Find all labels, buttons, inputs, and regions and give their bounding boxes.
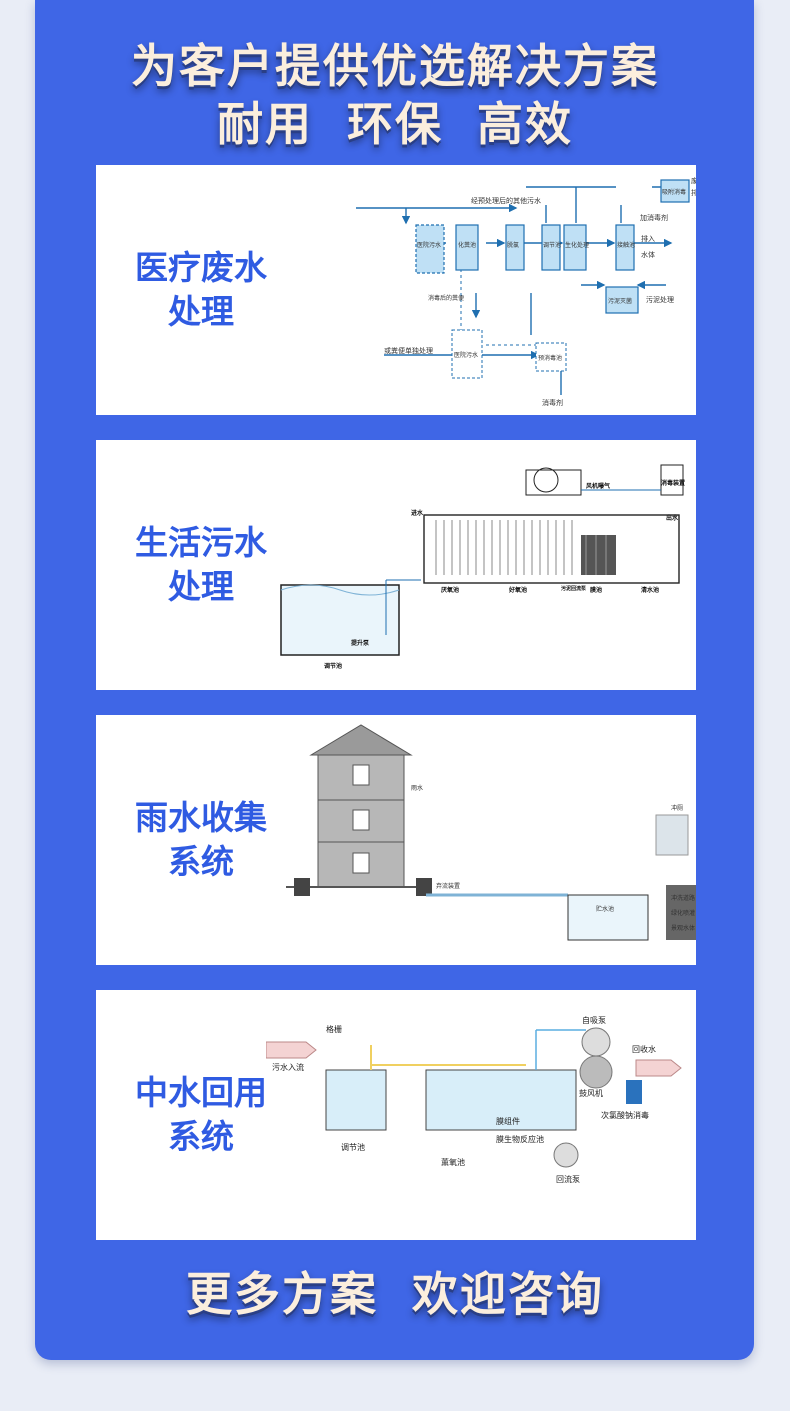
text-aerobic: 好氧池 — [508, 586, 527, 594]
text-inflow: 污水入流 — [272, 1062, 304, 1072]
card-domestic-sewage[interactable]: 生活污水 处理 进水 风机曝气 消毒装置 出水 厌氧池 — [96, 440, 696, 690]
card-title-line1: 中水回用 — [135, 1073, 267, 1112]
card-rainwater[interactable]: 雨水收集 系统 雨水 弃流装置 贮水池 冲厕 冲洗道路 绿化喷灌 景观水体 — [96, 715, 696, 965]
text-box-dechlor: 脱氯 — [507, 241, 519, 249]
text-blower: 风机曝气 — [586, 482, 610, 490]
text-hypochlorite: 次氯酸钠消毒 — [601, 1110, 649, 1120]
text-diverter: 弃流装置 — [436, 882, 460, 890]
text-membrane: 膜池 — [590, 586, 602, 594]
text-outlet: 出水 — [666, 514, 679, 522]
text-blower: 鼓风机 — [579, 1088, 603, 1098]
text-sludge-treat: 污泥处理 — [646, 295, 674, 304]
card-title-line1: 生活污水 — [135, 523, 267, 562]
feature-durable: 耐用 — [216, 97, 313, 151]
text-box-bio: 生化处理 — [565, 241, 589, 249]
text-rain: 雨水 — [411, 784, 423, 792]
text-feces-note: 或粪便单独处理 — [384, 346, 433, 355]
card-title-line2: 处理 — [168, 567, 234, 606]
card-title-line1: 雨水收集 — [135, 798, 267, 837]
footer-more-solutions: 更多方案 — [185, 1267, 378, 1321]
card-water-reuse[interactable]: 中水回用 系统 格栅 污水入流 自吸泵 回收水 鼓风机 膜组件 次氯酸钠消毒 膜… — [96, 990, 696, 1240]
note-other-sewage: 经预处理后的其他污水 — [471, 196, 541, 205]
text-discharge-top: 排放 — [691, 188, 696, 197]
text-reuse: 回收水 — [632, 1044, 656, 1054]
text-anoxic: 薫氧池 — [441, 1157, 465, 1167]
text-box-predis: 预消毒池 — [538, 354, 562, 362]
text-disinfectant: 消毒剂 — [542, 398, 563, 407]
card-title-line1: 医疗废水 — [135, 248, 267, 287]
text-storage: 贮水池 — [596, 905, 614, 913]
card-medical-wastewater[interactable]: 医疗废水 处理 — [96, 165, 696, 415]
text-box-septic: 化粪池 — [458, 241, 476, 249]
feature-eco: 环保 — [347, 97, 443, 151]
text-box-contact: 接触池 — [617, 241, 635, 249]
text-adsorb-box: 吸附消毒 — [662, 188, 686, 196]
text-regulate: 调节池 — [324, 662, 342, 670]
text-discharge-right: 排入 — [641, 234, 655, 243]
text-membrane-unit: 膜组件 — [496, 1116, 520, 1126]
card-title-line2: 系统 — [168, 842, 234, 881]
card-title: 中水回用 系统 — [96, 990, 306, 1240]
card-title: 雨水收集 系统 — [96, 715, 306, 965]
text-return-pump: 回流泵 — [556, 1174, 580, 1184]
text-sludge-box: 污泥灭菌 — [608, 297, 632, 305]
medical-process-diagram: 经预处理后的其他污水 废气 吸附消毒 排放 加消毒剂 医院污水 化粪池 脱氯 调… — [356, 176, 696, 407]
text-road: 冲洗道路 — [671, 894, 695, 902]
text-toilet: 冲厕 — [671, 804, 683, 812]
text-mbr: 膜生物反应池 — [496, 1134, 544, 1144]
footer-welcome-consult: 欢迎咨询 — [412, 1267, 604, 1321]
headline-features: 耐用 环保 高效 — [0, 88, 790, 154]
card-title-line2: 处理 — [168, 292, 234, 331]
text-landscape: 景观水体 — [671, 924, 695, 932]
text-green: 绿化喷灌 — [671, 909, 695, 917]
text-discharge-right2: 水体 — [641, 250, 655, 259]
text-box-infect: 医院污水 — [454, 351, 478, 359]
footer-cta[interactable]: 更多方案 欢迎咨询 — [0, 1258, 790, 1324]
rainwater-diagram: 雨水 弃流装置 贮水池 冲厕 冲洗道路 绿化喷灌 景观水体 — [286, 724, 696, 941]
text-sludge-pump: 污泥回流泵 — [561, 585, 587, 592]
card-title-line2: 系统 — [168, 1117, 234, 1156]
text-disinfect-dev: 消毒装置 — [661, 479, 685, 487]
feature-efficient: 高效 — [477, 97, 574, 151]
headline-main: 为客户提供优选解决方案 — [131, 39, 659, 93]
text-regulate: 调节池 — [341, 1142, 365, 1152]
text-lift-pump: 提升泵 — [351, 639, 370, 647]
card-title: 生活污水 处理 — [96, 440, 306, 690]
text-waste-gas-1: 废气 — [691, 176, 696, 185]
text-self-pump: 自吸泵 — [582, 1015, 606, 1025]
text-box-hospital: 医院污水 — [417, 241, 441, 249]
water-reuse-diagram: 格栅 污水入流 自吸泵 回收水 鼓风机 膜组件 次氯酸钠消毒 膜生物反应池 调节… — [266, 1015, 682, 1184]
text-grille: 格栅 — [326, 1024, 342, 1034]
text-inlet: 进水 — [411, 509, 424, 517]
card-title: 医疗废水 处理 — [96, 165, 306, 415]
text-box-adjust: 调节池 — [543, 241, 561, 249]
domestic-sewage-diagram: 进水 风机曝气 消毒装置 出水 厌氧池 好氧池 污泥回流泵 膜池 清水池 提升泵… — [280, 464, 685, 670]
text-add-disinfectant: 加消毒剂 — [640, 213, 668, 222]
text-clear: 清水池 — [641, 586, 659, 594]
text-disinfected-feces: 消毒后的粪便 — [428, 294, 464, 302]
text-anoxic: 厌氧池 — [441, 586, 459, 594]
